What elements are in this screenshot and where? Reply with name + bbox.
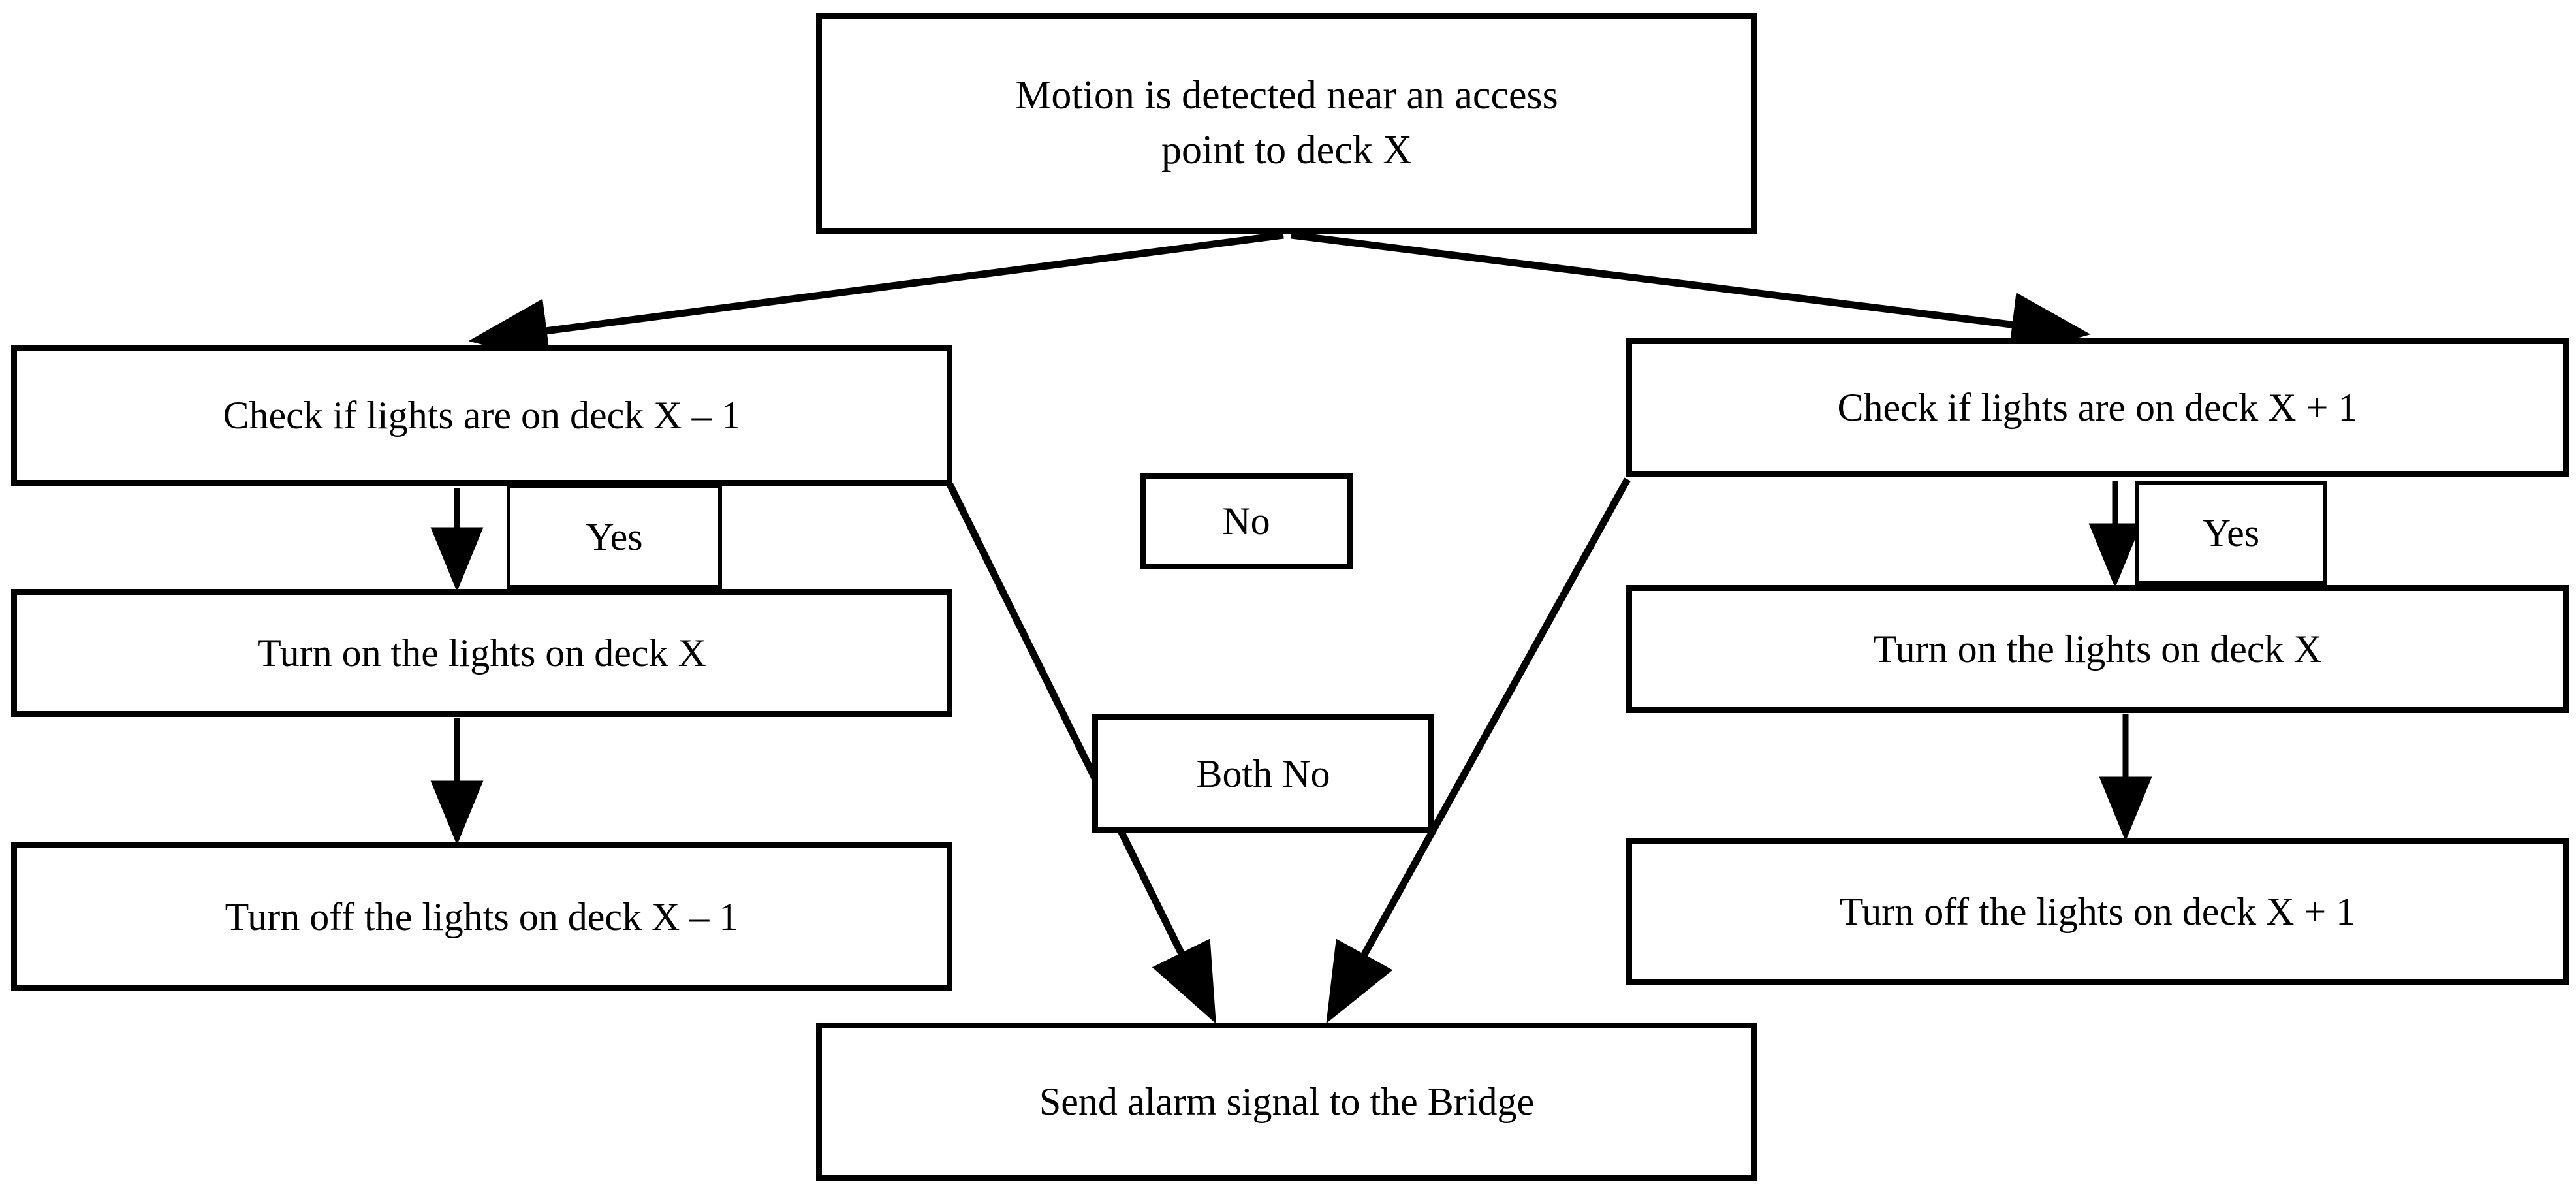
label-box-both-no[interactable]: Both No [1092,714,1434,833]
node-turn-on-lights-deck-x-left[interactable]: Turn on the lights on deck X [11,589,952,717]
edge-start-to-left-check [468,231,1284,363]
node-start-label: Motion is detected near an access point … [1015,73,1558,172]
node-turn-on-lights-deck-x-right[interactable]: Turn on the lights on deck X [1626,585,2569,713]
node-check-lights-deck-x-plus-1[interactable]: Check if lights are on deck X + 1 [1626,338,2569,477]
label-no: No [1222,499,1270,543]
node-turn-off-lights-deck-x-plus-1[interactable]: Turn off the lights on deck X + 1 [1626,838,2569,985]
label-yes-right: Yes [2202,511,2260,554]
node-turn-on-left-label: Turn on the lights on deck X [257,631,706,675]
node-check-lights-deck-x-minus-1[interactable]: Check if lights are on deck X – 1 [11,345,952,486]
edge-right-check-to-alarm [1326,477,1631,1024]
edge-start-to-right-check [1291,231,2091,357]
node-alarm-label: Send alarm signal to the Bridge [1039,1079,1535,1123]
label-box-yes-right[interactable]: Yes [2135,481,2327,585]
node-turn-off-left-label: Turn off the lights on deck X – 1 [225,895,739,938]
node-check-lower-label: Check if lights are on deck X – 1 [223,393,741,437]
node-turn-off-lights-deck-x-minus-1[interactable]: Turn off the lights on deck X – 1 [11,842,952,991]
node-check-upper-label: Check if lights are on deck X + 1 [1837,385,2358,429]
node-send-alarm-signal[interactable]: Send alarm signal to the Bridge [816,1023,1757,1181]
edge-left-check-to-alarm [947,483,1216,1024]
node-start[interactable]: Motion is detected near an access point … [816,13,1757,234]
label-yes-left: Yes [586,515,643,558]
label-box-yes-left[interactable]: Yes [507,485,722,589]
node-turn-off-right-label: Turn off the lights on deck X + 1 [1839,889,2356,933]
label-both-no: Both No [1196,752,1330,795]
node-turn-on-right-label: Turn on the lights on deck X [1873,627,2322,671]
label-box-no[interactable]: No [1140,473,1353,569]
